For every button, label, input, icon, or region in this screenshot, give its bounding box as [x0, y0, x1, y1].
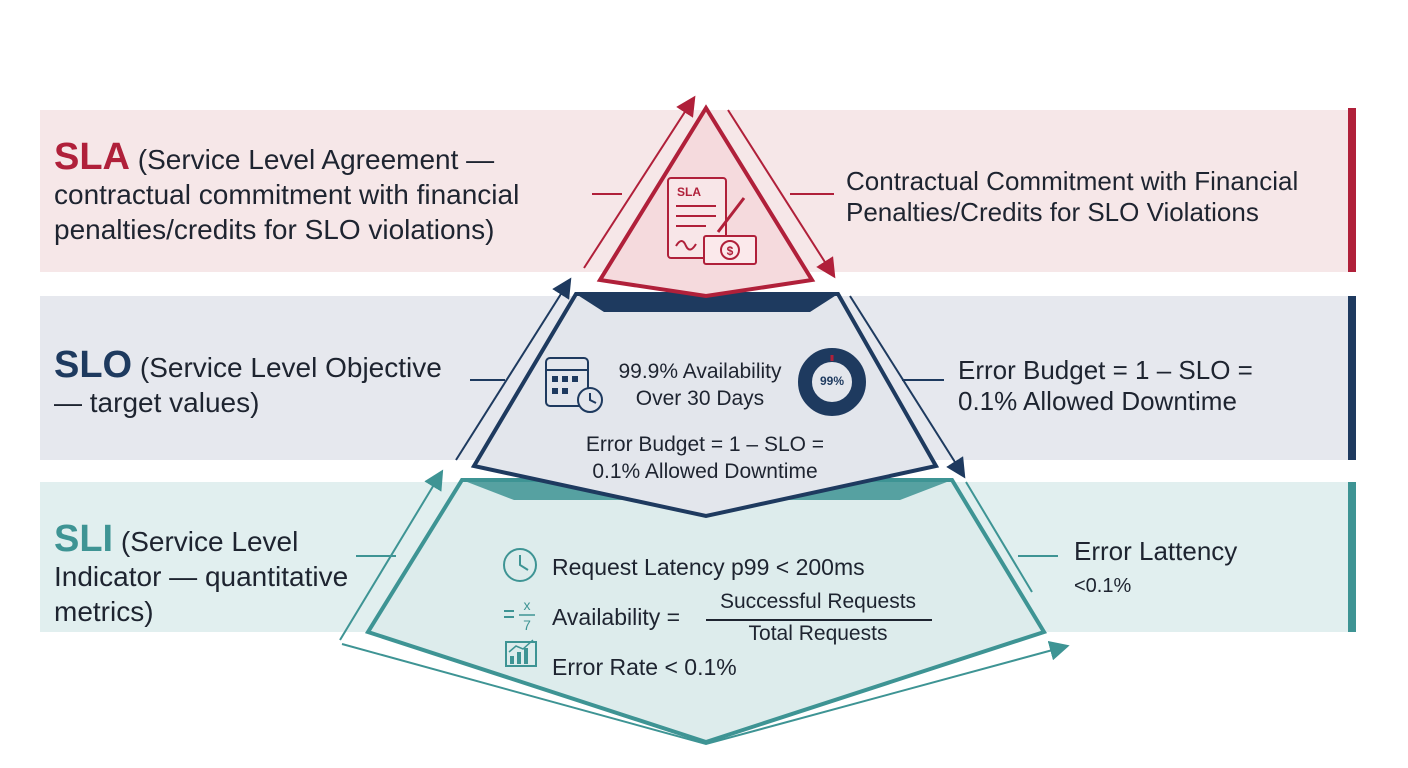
slo-description: SLO (Service Level Objective — target va… [54, 346, 474, 420]
sla-acronym: SLA [54, 136, 130, 178]
sli-accent-bar [1348, 482, 1356, 632]
sla-icon-label: SLA [677, 185, 701, 199]
slo-accent-bar [1348, 296, 1356, 460]
sli-description-text: (Service Level Indicator — quantitative … [54, 526, 349, 627]
fraction-line [706, 619, 932, 621]
sli-bottom-arrow [341, 640, 1070, 746]
sli-availability-denominator: Total Requests [748, 622, 888, 645]
slo-right-line-1: Error Budget = 1 – SLO = [958, 355, 1253, 385]
sli-right-title: Error Lattency [1074, 536, 1238, 566]
slo-right-text: Error Budget = 1 – SLO = 0.1% Allowed Do… [958, 355, 1298, 417]
slo-availability-line-1: 99.9% Availability [618, 360, 782, 383]
slo-acronym: SLO [54, 344, 133, 386]
donut-chart-icon [798, 348, 866, 416]
sli-description: SLI (Service Level Indicator — quantitat… [54, 520, 354, 629]
sli-acronym: SLI [54, 518, 114, 560]
slo-left-arrow [455, 277, 572, 461]
sla-right-text: Contractual Commitment with Financial Pe… [846, 166, 1299, 227]
contract-icon: $ [667, 177, 757, 265]
slo-budget-line-1: Error Budget = 1 – SLO = [585, 433, 825, 456]
donut-label: 99% [819, 374, 845, 388]
sla-left-arrow [583, 95, 696, 269]
slo-budget-line-2: 0.1% Allowed Downtime [592, 460, 818, 483]
slo-availability-line-2: Over 30 Days [635, 387, 765, 410]
sla-description-text: (Service Level Agreement — contractual c… [54, 144, 520, 245]
slo-description-text: (Service Level Objective — target values… [54, 352, 442, 418]
sli-right-value: <0.1% [1074, 575, 1132, 597]
slo-right-line-2: 0.1% Allowed Downtime [958, 386, 1237, 416]
sla-right-arrow [727, 109, 836, 279]
sli-left-arrow [339, 469, 444, 641]
slo-error-budget: Error Budget = 1 – SLO = 0.1% Allowed Do… [545, 431, 865, 485]
calendar-clock-icon [545, 357, 603, 413]
sli-right-edge [965, 481, 1033, 593]
sli-availability-label: Availability = [552, 604, 681, 630]
sli-error-rate: Error Rate < 0.1% [552, 654, 737, 680]
slo-tier-cap [576, 294, 838, 312]
clock-icon [503, 548, 537, 582]
bar-chart-icon [505, 639, 537, 667]
sla-description: SLA (Service Level Agreement — contractu… [54, 138, 594, 247]
slo-right-arrow [849, 295, 966, 479]
sli-availability-numerator: Successful Requests [719, 590, 917, 613]
svg-text:7: 7 [523, 617, 531, 633]
slo-availability: 99.9% Availability Over 30 Days [600, 358, 800, 412]
svg-text:x: x [524, 597, 531, 613]
formula-icon: x 7 [504, 597, 535, 633]
svg-text:$: $ [727, 244, 734, 258]
sli-latency: Request Latency p99 < 200ms [552, 554, 865, 580]
sla-accent-bar [1348, 108, 1356, 272]
